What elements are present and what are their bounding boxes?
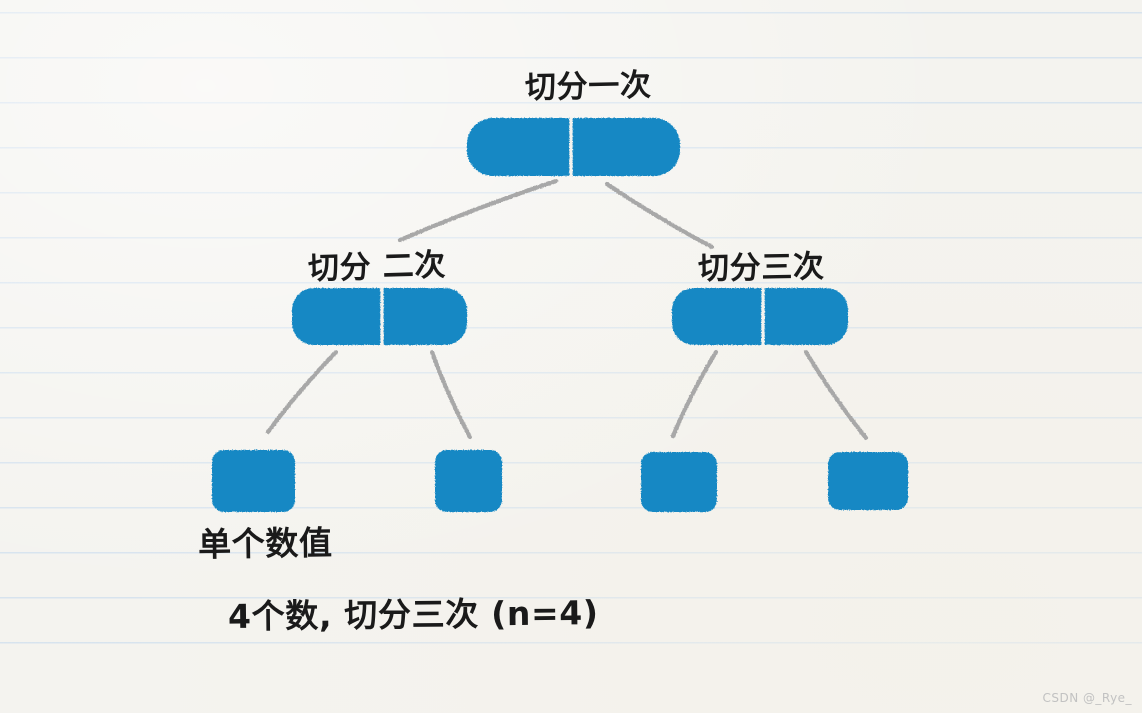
leaf-2	[435, 450, 502, 512]
left-block-fill	[292, 288, 467, 345]
leaf-3	[641, 452, 717, 512]
connector-left-leaf2	[429, 349, 473, 440]
label-summary: 4个数, 切分三次 (n=4)	[227, 593, 599, 636]
label-right-branch: 切分三次	[697, 248, 825, 287]
label-single-value: 单个数值	[197, 523, 333, 564]
leaf-4-fill	[828, 452, 908, 510]
nodes-group	[212, 117, 908, 512]
leaf-3-fill	[641, 452, 717, 512]
leaf-4	[828, 452, 908, 510]
root-block	[467, 117, 680, 177]
connector-right-leaf3	[670, 349, 719, 439]
connector-left-leaf1	[265, 349, 339, 435]
root-block-fill	[467, 118, 680, 176]
leaf-1-fill	[212, 450, 295, 512]
connector-root-left	[397, 178, 559, 243]
connectors-group	[265, 178, 869, 441]
right-block	[672, 287, 848, 346]
left-block	[292, 287, 467, 346]
leaf-2-fill	[435, 450, 502, 512]
leaf-1	[212, 450, 295, 512]
connector-right-leaf4	[803, 349, 869, 441]
connector-root-right	[604, 181, 715, 250]
right-block-fill	[672, 288, 848, 345]
label-left-branch: 切分 二次	[307, 247, 447, 287]
csdn-watermark: CSDN @_Rye_	[1042, 691, 1132, 705]
label-root: 切分一次	[524, 67, 652, 106]
